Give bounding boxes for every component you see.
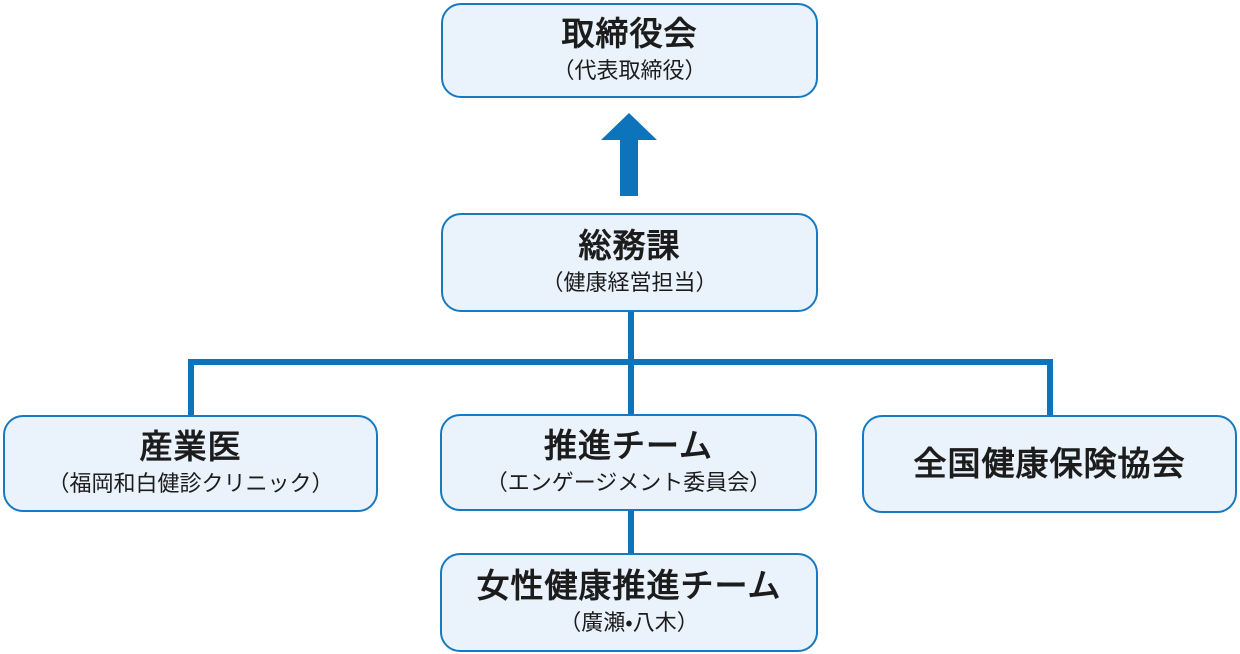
node-general-affairs-subtitle: （健康経営担当）: [541, 270, 718, 296]
connector-drop-sangyoi: [188, 359, 194, 416]
node-general-affairs: 総務課 （健康経営担当）: [441, 213, 818, 312]
node-womens-health-promotion-team-title: 女性健康推進チーム: [476, 566, 782, 606]
node-occupational-physician-title: 産業医: [139, 427, 242, 467]
node-national-health-insurance-association-title: 全国健康保険協会: [913, 444, 1186, 484]
node-womens-health-promotion-team-subtitle: （廣瀬・八木）: [559, 610, 699, 636]
node-occupational-physician: 産業医 （福岡和白健診クリニック）: [3, 415, 378, 512]
node-womens-health-promotion-team: 女性健康推進チーム （廣瀬・八木）: [440, 553, 818, 652]
connector-horizontal-bus: [188, 359, 1053, 365]
node-promotion-team-title: 推進チーム: [543, 426, 713, 466]
node-general-affairs-title: 総務課: [578, 226, 681, 266]
arrow-up-shaft: [620, 136, 638, 196]
node-board-title: 取締役会: [561, 14, 698, 54]
node-occupational-physician-subtitle: （福岡和白健診クリニック）: [47, 471, 334, 497]
node-board-subtitle: （代表取締役）: [552, 58, 707, 84]
node-promotion-team: 推進チーム （エンゲージメント委員会）: [440, 414, 817, 511]
arrow-up-icon: [601, 113, 657, 140]
node-national-health-insurance-association: 全国健康保険協会: [862, 415, 1237, 513]
node-board-of-directors: 取締役会 （代表取締役）: [441, 3, 818, 98]
connector-drop-kyokai: [1047, 359, 1053, 416]
node-promotion-team-subtitle: （エンゲージメント委員会）: [485, 470, 772, 496]
connector-suishin-to-josei: [628, 510, 634, 554]
